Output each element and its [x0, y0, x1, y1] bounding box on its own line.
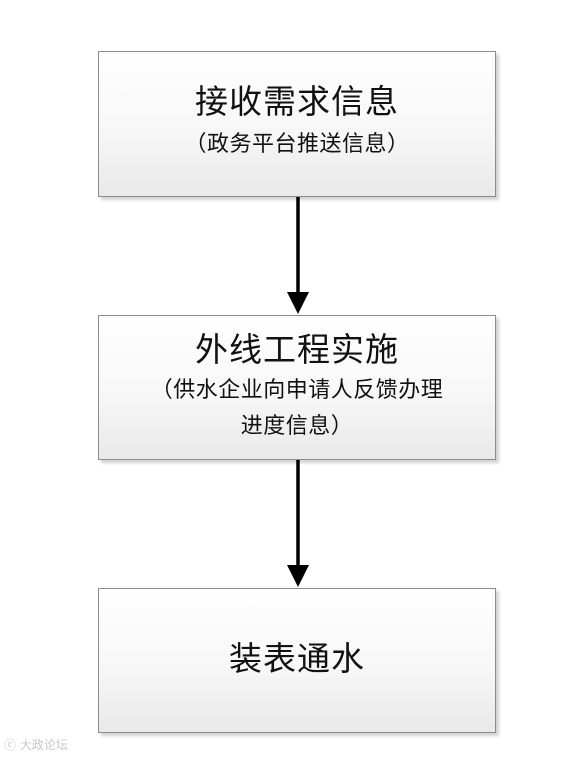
step-title: 外线工程实施 — [195, 330, 399, 369]
step-title: 装表通水 — [229, 639, 365, 678]
step-external-engineering: 外线工程实施 （供水企业向申请人反馈办理 进度信息） — [98, 315, 496, 460]
step-subtitle-line2: 进度信息） — [240, 414, 354, 439]
step-receive-request: 接收需求信息 （政务平台推送信息） — [98, 51, 496, 197]
watermark-text: 大政论坛 — [19, 738, 68, 752]
arrow-head — [287, 292, 309, 314]
watermark: ⓒ 大政论坛 — [4, 736, 68, 753]
step-subtitle-line1: （供水企业向申请人反馈办理 — [150, 378, 444, 403]
watermark-icon: ⓒ — [4, 738, 17, 752]
arrow-step1-to-step2 — [287, 197, 309, 314]
step-meter-install: 装表通水 — [98, 588, 496, 733]
step-title: 接收需求信息 — [195, 82, 399, 121]
step-subtitle: （政务平台推送信息） — [184, 132, 410, 157]
arrow-step2-to-step3 — [287, 460, 309, 587]
arrow-head — [287, 565, 309, 587]
